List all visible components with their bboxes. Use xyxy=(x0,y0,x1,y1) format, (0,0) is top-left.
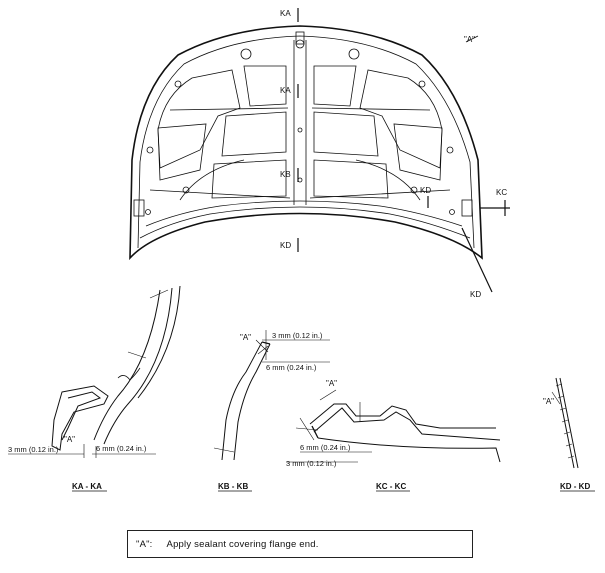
note-text: Apply sealant covering flange end. xyxy=(166,538,319,550)
label-kd-arrow: KD xyxy=(470,290,481,299)
section-title-kc: KC - KC xyxy=(376,482,406,491)
hood-inner-frame xyxy=(133,31,473,217)
label-a-kb: "A" xyxy=(240,333,251,342)
diagram-labels: KA KA KB KD KC KD KD "A" "A" 3 mm (0.12 … xyxy=(8,9,590,491)
label-ka-mid: KA xyxy=(280,86,291,95)
dim-ka-6mm: 6 mm (0.24 in.) xyxy=(96,444,147,453)
dim-kb-3mm: 3 mm (0.12 in.) xyxy=(272,331,323,340)
section-title-kb: KB - KB xyxy=(218,482,248,491)
section-markers xyxy=(297,8,510,293)
label-a-kc: "A" xyxy=(326,379,337,388)
note-tag: "A": xyxy=(136,538,153,550)
label-ka-top: KA xyxy=(280,9,291,18)
dim-ka-3mm: 3 mm (0.12 in.) xyxy=(8,445,59,454)
label-kb: KB xyxy=(280,170,291,179)
section-title-kd: KD - KD xyxy=(560,482,590,491)
dim-kc-3mm: 3 mm (0.12 in.) xyxy=(286,459,337,468)
label-kd-mid: KD xyxy=(420,186,431,195)
section-kc-drawing xyxy=(286,389,501,463)
label-a-ka: "A" xyxy=(64,435,75,444)
label-a-hood: "A" xyxy=(464,35,475,44)
dim-kb-6mm: 6 mm (0.24 in.) xyxy=(266,363,317,372)
label-a-kd: "A" xyxy=(543,397,554,406)
section-kd-drawing xyxy=(551,377,579,469)
dim-kc-6mm: 6 mm (0.24 in.) xyxy=(300,443,351,452)
section-title-ka: KA - KA xyxy=(72,482,102,491)
section-kb-drawing xyxy=(213,330,330,461)
sealant-note: "A": Apply sealant covering flange end. xyxy=(127,530,473,558)
hood-panel-outline xyxy=(129,25,483,261)
label-kc-right: KC xyxy=(496,188,507,197)
section-ka-drawing xyxy=(8,285,181,458)
label-kd-bottom: KD xyxy=(280,241,291,250)
